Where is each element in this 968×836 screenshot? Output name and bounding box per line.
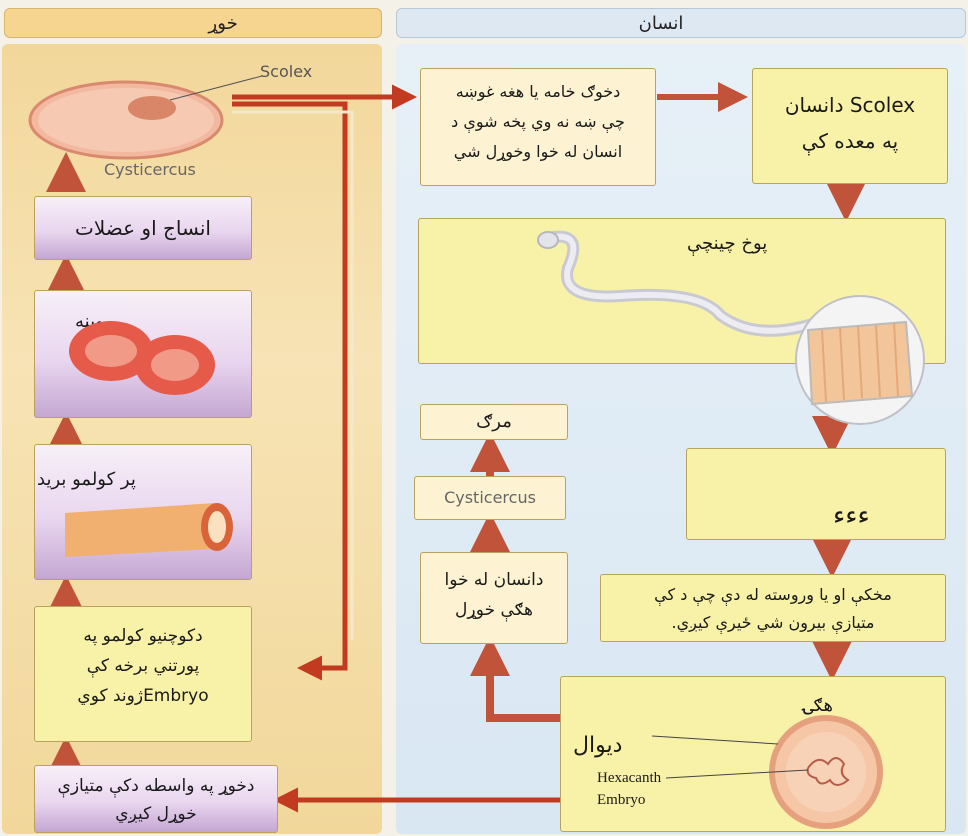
raw-meat-line-1: دخوګ خامه يا هغه غوښه — [455, 82, 621, 101]
intestine-label: پر کولمو برید — [37, 469, 136, 490]
intestine-box: پر کولمو برید — [34, 444, 252, 580]
host-eggs-line-2: خوړل کيږي — [115, 804, 197, 824]
raw-meat-box: دخوګ خامه يا هغه غوښه چې ښه نه وي پخه شو… — [420, 68, 656, 186]
blood-cells-icon — [69, 321, 215, 395]
host-animal-header: خوړ — [4, 8, 382, 38]
arrow-to-intestine-embryo — [232, 101, 348, 681]
tapeworm-box: پوخ چينچې — [418, 218, 946, 364]
expelled-line-2: متيازې بيرون شي ځيرې کيږي. — [671, 613, 875, 632]
tissues-muscles-box: انساج او عضلات — [34, 196, 252, 260]
scolex-stomach-line-1: Scolex دانسان — [784, 93, 916, 117]
segments-text: ءءء — [833, 501, 870, 531]
death-box: مرګ — [420, 404, 568, 440]
segments-box: ءءء — [686, 448, 946, 540]
cysticercus-human-box: Cysticercus — [414, 476, 566, 520]
egg-label: هګۍ — [803, 695, 833, 716]
scolex-stomach-box: Scolex دانسان په معده کې — [752, 68, 948, 184]
hexacanth-line-1: Hexacanth — [597, 770, 662, 786]
host-eats-eggs-box: دخوړ په واسطه دکې متيازې خوړل کيږي — [34, 765, 278, 833]
intestine-icon — [65, 503, 233, 557]
wall-label: ديوال — [573, 733, 623, 758]
human-header: انسان — [396, 8, 966, 38]
human-eggs-line-1: دانسان له خوا — [444, 570, 544, 590]
hexacanth-label: Hexacanth Embryo — [597, 767, 661, 811]
hexacanth-line-2: Embryo — [597, 792, 646, 808]
embryo-line-1: دکوچنيو کولمو په — [83, 626, 203, 646]
expelled-line-1: مخکې او يا وروسته له دې چې د کې — [654, 585, 892, 604]
raw-meat-line-2: چې ښه نه وي پخه شوې د — [451, 112, 625, 131]
human-eats-eggs-box: دانسان له خوا هګې خوړل — [420, 552, 568, 644]
arrow-egg-to-human — [470, 636, 560, 722]
expelled-box: مخکې او يا وروسته له دې چې د کې متيازې ب… — [600, 574, 946, 642]
egg-box: هګۍ ديوال Hexacanth Embryo — [560, 676, 946, 832]
blood-box: وينه — [34, 290, 252, 418]
human-eggs-line-2: هګې خوړل — [454, 600, 534, 620]
scolex-label: Scolex — [260, 62, 313, 81]
raw-meat-line-3: انسان له خوا وخوړل شي — [453, 142, 623, 161]
host-eggs-line-1: دخوړ په واسطه دکې متيازې — [57, 776, 255, 796]
embryo-line-3: Embryoژوند کوي — [77, 686, 209, 706]
embryo-line-2: پورتني برخه کې — [86, 656, 200, 676]
tapeworm-label: پوخ چينچې — [687, 233, 768, 254]
scolex-stomach-line-2: په معده کې — [801, 129, 899, 153]
cysticercus-label: Cysticercus — [104, 160, 196, 179]
embryo-box: دکوچنيو کولمو په پورتني برخه کې Embryoژو… — [34, 606, 252, 742]
